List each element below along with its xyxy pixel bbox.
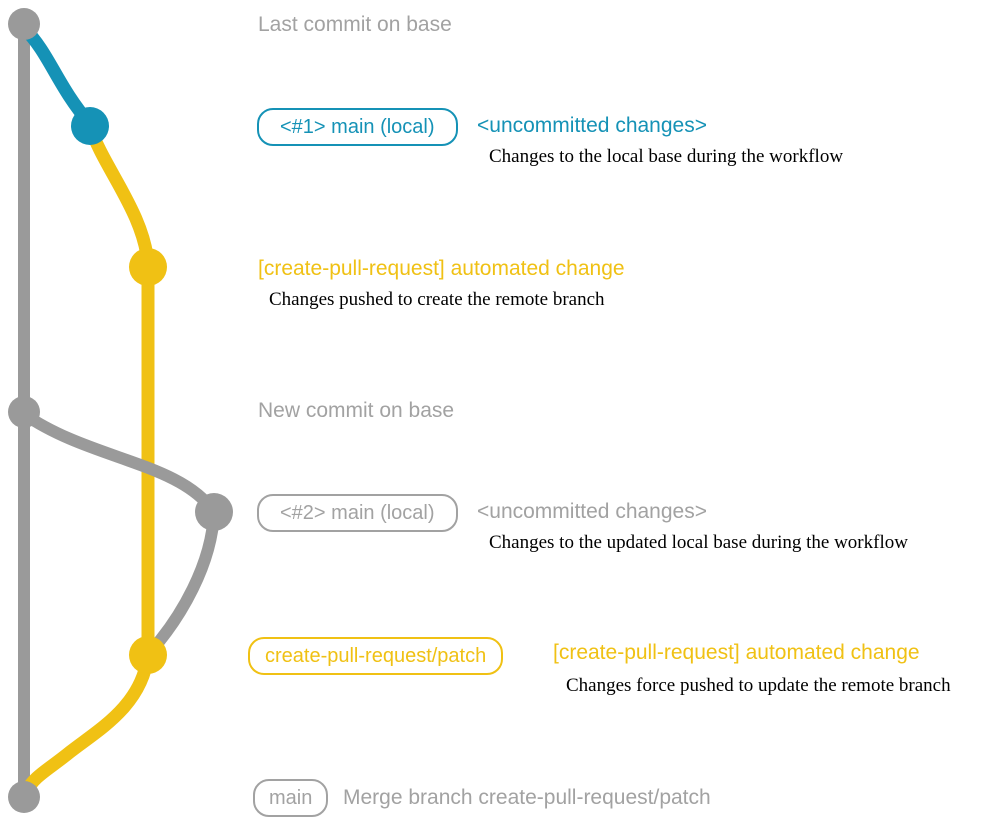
local-main-branch-line-2a bbox=[18, 408, 220, 518]
commit-node-uncommitted-2 bbox=[195, 493, 233, 531]
commit-node-uncommitted-1 bbox=[71, 107, 109, 145]
commit-desc-automated-1: Changes pushed to create the remote bran… bbox=[269, 289, 605, 310]
branch-badge-main: main bbox=[253, 779, 329, 817]
commit-desc-uncommitted-1: Changes to the local base during the wor… bbox=[489, 146, 844, 167]
commit-title-automated-1: [create-pull-request] automated change bbox=[258, 257, 625, 280]
commit-title-uncommitted-1: <uncommitted changes> bbox=[477, 114, 707, 137]
commit-title-merge: Merge branch create-pull-request/patch bbox=[343, 786, 711, 809]
patch-branch-line-lower bbox=[19, 648, 155, 799]
commit-title-automated-2: [create-pull-request] automated change bbox=[553, 641, 920, 664]
branch-badge-main-local-2: <#2> main (local) bbox=[257, 494, 458, 532]
commit-desc-uncommitted-2: Changes to the updated local base during… bbox=[489, 532, 908, 553]
commit-node-new-base bbox=[8, 396, 40, 428]
patch-branch-line-upper bbox=[83, 119, 155, 271]
annotation-new-commit-on-base: New commit on base bbox=[258, 399, 455, 422]
commit-node-last-base bbox=[8, 8, 40, 40]
local-main-branch-line-2b bbox=[146, 506, 220, 656]
annotation-last-commit-on-base: Last commit on base bbox=[258, 13, 452, 36]
commit-desc-automated-2: Changes force pushed to update the remot… bbox=[566, 675, 951, 696]
branch-badge-create-pull-request-patch: create-pull-request/patch bbox=[248, 637, 504, 675]
commit-title-uncommitted-2: <uncommitted changes> bbox=[477, 500, 707, 523]
commit-node-merge bbox=[8, 781, 40, 813]
local-main-branch-line-1 bbox=[17, 21, 97, 131]
commit-node-automated-2 bbox=[129, 636, 167, 674]
commit-node-automated-1 bbox=[129, 248, 167, 286]
branch-badge-main-local-1: <#1> main (local) bbox=[257, 108, 458, 146]
